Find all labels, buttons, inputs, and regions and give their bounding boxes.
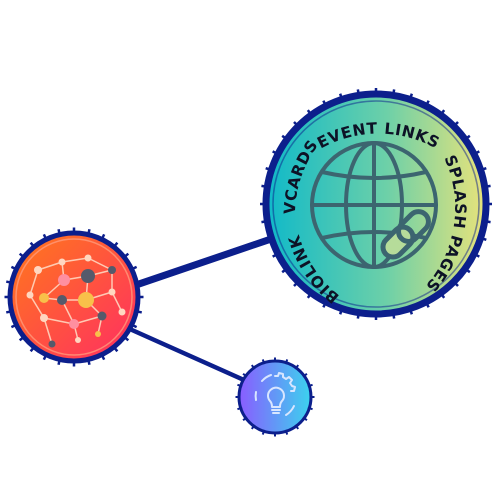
- ring-tick: [302, 416, 308, 422]
- idea-ring-ticks: [235, 357, 315, 437]
- ring-tick: [302, 372, 308, 378]
- ring-tick: [356, 310, 361, 319]
- ring-tick: [10, 265, 19, 272]
- ring-tick: [18, 252, 26, 260]
- ring-tick: [391, 89, 396, 98]
- brain-network-node[interactable]: [4, 227, 144, 367]
- ring-tick: [99, 233, 106, 242]
- ring-tick: [284, 359, 289, 365]
- ring-tick: [261, 429, 266, 435]
- ring-tick: [129, 265, 138, 272]
- ring-tick: [122, 334, 130, 342]
- ring-tick: [408, 306, 414, 315]
- ring-tick: [338, 93, 344, 102]
- ring-tick: [86, 228, 91, 237]
- ring-tick: [482, 219, 491, 224]
- ring-tick: [111, 345, 119, 353]
- connector-hub-brain: [132, 234, 278, 289]
- ring-tick: [391, 310, 396, 319]
- ring-tick: [272, 251, 281, 258]
- ring-tick: [42, 352, 49, 361]
- ring-tick: [57, 357, 62, 366]
- ring-tick: [322, 299, 329, 308]
- ring-tick: [408, 93, 414, 102]
- ring-tick: [423, 299, 430, 308]
- ring-tick: [242, 372, 248, 378]
- ring-tick: [471, 150, 480, 157]
- hub-ring-ticks: [260, 88, 492, 320]
- ring-tick: [451, 279, 459, 287]
- ring-tick: [438, 290, 446, 299]
- ring-tick: [99, 352, 106, 361]
- ring-tick: [10, 322, 19, 329]
- ring-tick: [237, 406, 243, 411]
- ring-tick: [438, 109, 446, 118]
- ring-tick: [18, 334, 26, 342]
- ring-tick: [307, 383, 313, 388]
- ring-tick: [293, 279, 301, 287]
- ring-tick: [462, 266, 471, 274]
- ring-tick: [261, 219, 270, 224]
- ring-tick: [423, 100, 430, 109]
- ring-tick: [237, 383, 243, 388]
- ring-tick: [306, 109, 314, 118]
- ring-tick: [482, 184, 491, 189]
- ring-tick: [122, 252, 130, 260]
- ring-tick: [294, 364, 300, 370]
- ring-tick: [134, 280, 143, 285]
- ring-tick: [294, 424, 300, 430]
- ring-tick: [451, 121, 459, 129]
- ring-tick: [42, 233, 49, 242]
- ring-tick: [281, 134, 290, 142]
- ring-tick: [322, 100, 329, 109]
- connector-brain-idea: [129, 327, 247, 383]
- brain-network-icon: [26, 254, 126, 348]
- ring-tick: [134, 309, 143, 314]
- ring-tick: [250, 424, 256, 430]
- ring-tick: [111, 241, 119, 249]
- ring-tick: [306, 290, 314, 299]
- ring-tick: [261, 184, 270, 189]
- ring-tick: [261, 359, 266, 365]
- ring-tick: [29, 345, 37, 353]
- ring-tick: [293, 121, 301, 129]
- ring-tick: [338, 306, 344, 315]
- ring-tick: [265, 166, 274, 172]
- lightbulb-gear-icon: [254, 372, 296, 416]
- ring-tick: [272, 150, 281, 157]
- ring-tick: [281, 266, 290, 274]
- ring-tick: [129, 322, 138, 329]
- ring-tick: [265, 236, 274, 242]
- ring-tick: [462, 134, 471, 142]
- brain-ring-ticks: [4, 227, 144, 367]
- ring-tick: [307, 406, 313, 411]
- ring-tick: [471, 251, 480, 258]
- ring-tick: [5, 309, 14, 314]
- ring-tick: [356, 89, 361, 98]
- hub-node[interactable]: EVENT LINKS SPLASH PAGES BIOLINK VCARDS: [260, 88, 492, 320]
- ring-tick: [57, 228, 62, 237]
- ring-tick: [29, 241, 37, 249]
- ring-tick: [478, 236, 487, 242]
- ring-tick: [284, 429, 289, 435]
- ring-tick: [86, 357, 91, 366]
- ring-tick: [250, 364, 256, 370]
- ring-tick: [478, 166, 487, 172]
- ring-tick: [5, 280, 14, 285]
- idea-gear-node[interactable]: [235, 357, 315, 437]
- globe-with-link-icon: [310, 141, 438, 269]
- ring-tick: [242, 416, 248, 422]
